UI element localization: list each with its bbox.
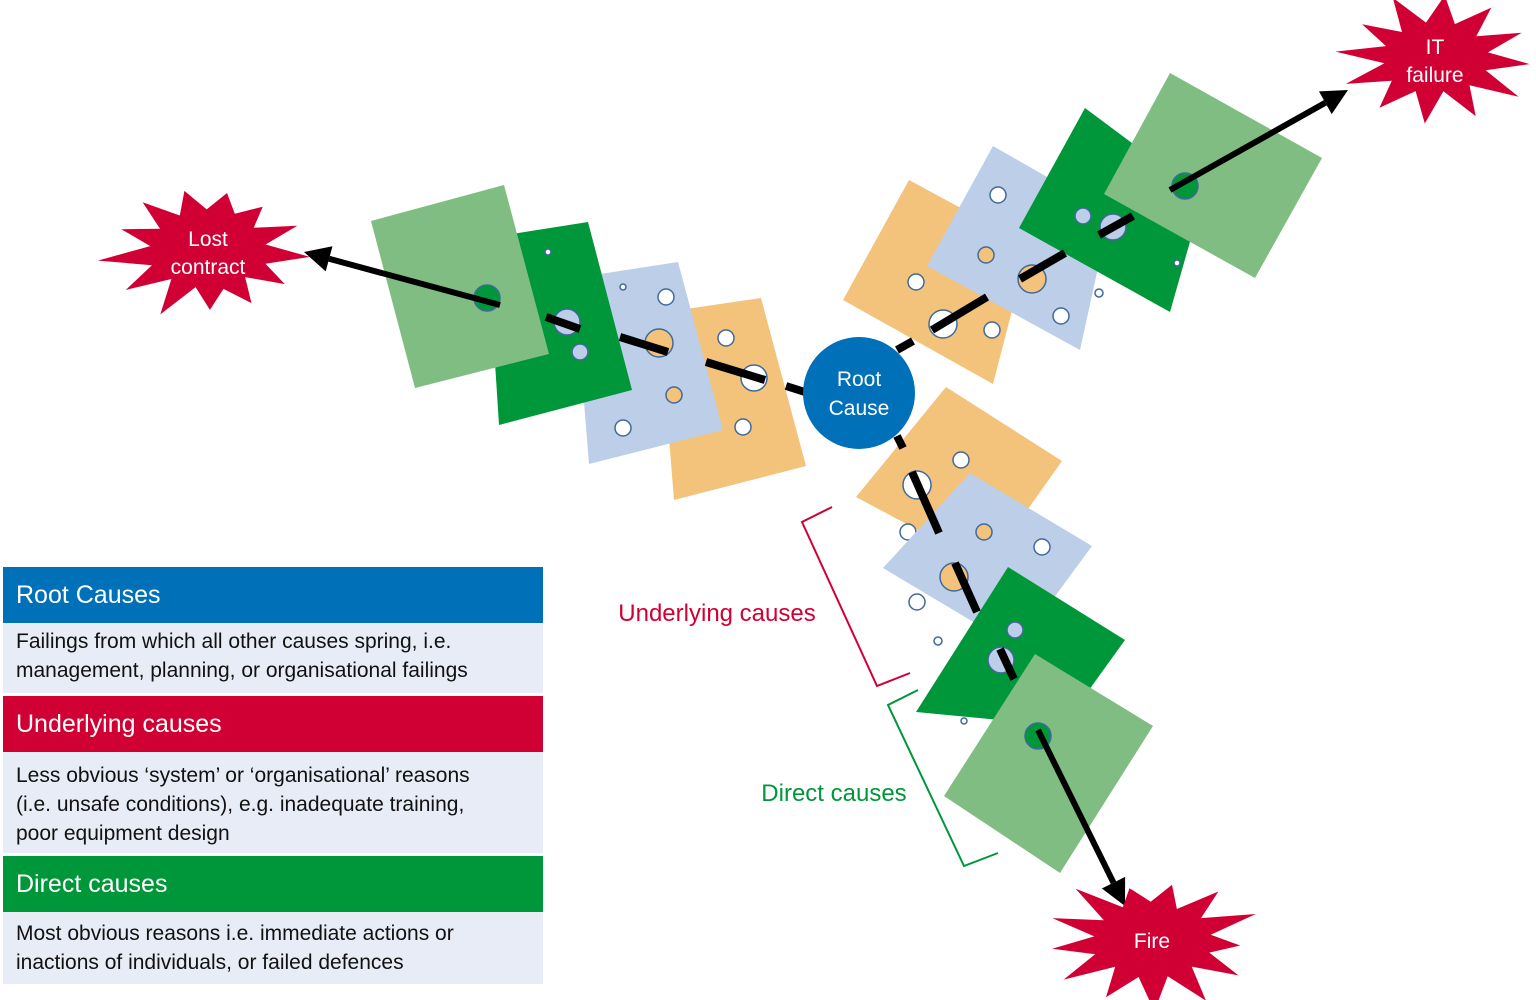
card-hole [977,246,995,264]
card-hole [952,451,970,469]
legend-description-direct-causes: Most obvious reasons i.e. immediate acti… [3,912,543,984]
card-hole [657,288,675,306]
card-hole [960,717,968,725]
card-hole [665,386,683,404]
arrow-head-icon [1318,90,1348,115]
legend-root-line: Failings from which all other causes spr… [16,630,452,653]
causal-path-segment [1097,212,1135,239]
card-hole [1033,538,1051,556]
card-hole [907,273,925,291]
root-cause-label-line1: Root [837,368,882,391]
causal-path-segment [704,358,767,384]
causal-path-segment [929,293,990,334]
arrow-shaft [1035,728,1117,885]
legend-heading-underlying-causes: Underlying causes [3,696,543,752]
card-hole [989,186,1007,204]
underlying-causes-bracket [800,506,911,688]
arrow-head-icon [304,246,333,272]
card-hole [717,329,735,347]
outcome-label-line2: failure [1406,64,1463,87]
arrow-shaft [328,255,501,308]
card-hole [933,636,943,646]
underlying-causes-label: Underlying causes [618,600,815,627]
direct-causes-label: Direct causes [761,780,906,807]
card-dark-green [1019,108,1203,312]
root-cause-circle [803,337,915,449]
bracket-labels: Underlying causes Direct causes [618,600,906,807]
root-cause-label-line2: Cause [829,397,890,420]
card-hole [1052,307,1070,325]
branch-fire [856,387,1153,906]
card-hole [544,248,552,256]
legend-description-underlying-causes: Less obvious ‘system’ or ‘organisational… [3,752,543,853]
root-cause-node: Root Cause [803,337,915,449]
causal-path-segment [893,434,907,450]
outcome-arrow [304,246,501,308]
starburst-icon [1335,0,1530,124]
card-hole [1006,621,1024,639]
card-hole [1094,288,1104,298]
causal-path-segment [618,333,670,356]
causal-path-segment [908,470,943,535]
causal-path-segment [1017,249,1068,283]
legend-root-line: management, planning, or organisational … [16,659,468,682]
outcome-fire: Fire [1052,884,1256,1000]
outcome-lost-contract: Lost contract [97,190,310,315]
legend-description-root-causes: Failings from which all other causes spr… [3,623,543,693]
outcome-label-line1: IT [1426,36,1445,59]
outcome-label-line2: contract [171,256,246,279]
causal-path-segment [895,337,915,354]
starburst-icon [97,190,310,315]
card-hole [975,523,993,541]
outcome-label: Fire [1134,930,1170,953]
card-hole [734,418,752,436]
outcome-arrow [1035,728,1126,906]
card-hole [1074,207,1092,225]
legend-table: Root Causes Failings from which all othe… [3,567,543,984]
causal-path-segment [951,561,981,614]
card-light-green [1104,73,1322,278]
card-hole [983,321,1001,339]
legend-underlying-line: Less obvious ‘system’ or ‘organisational… [16,764,470,787]
starburst-icon [1052,884,1256,1000]
legend-direct-line: Most obvious reasons i.e. immediate acti… [16,922,454,945]
card-light-green [944,654,1153,873]
arrow-head-icon [1101,876,1126,906]
outcome-it-failure: IT failure [1335,0,1530,124]
outcome-label-line1: Lost [188,228,228,251]
direct-causes-bracket [886,689,999,868]
legend-heading-root-causes: Root Causes [3,567,543,623]
brackets [800,506,999,868]
card-hole [1173,259,1181,267]
branch-lost-contract [304,185,810,500]
causal-path-segment [544,313,582,333]
legend-underlying-line: poor equipment design [16,822,230,845]
branch-it-failure [843,73,1348,384]
legend-heading-direct-causes: Direct causes [3,856,543,912]
card-hole [614,419,632,437]
card-hole [571,343,589,361]
causal-path-segment [996,647,1018,681]
card-light-green [371,185,549,388]
card-hole [619,283,627,291]
legend-underlying-line: (i.e. unsafe conditions), e.g. inadequat… [16,793,465,816]
card-hole [908,593,926,611]
arrow-shaft [1168,100,1327,193]
outcome-arrow [1168,90,1348,193]
legend-direct-line: inactions of individuals, or failed defe… [16,951,404,974]
